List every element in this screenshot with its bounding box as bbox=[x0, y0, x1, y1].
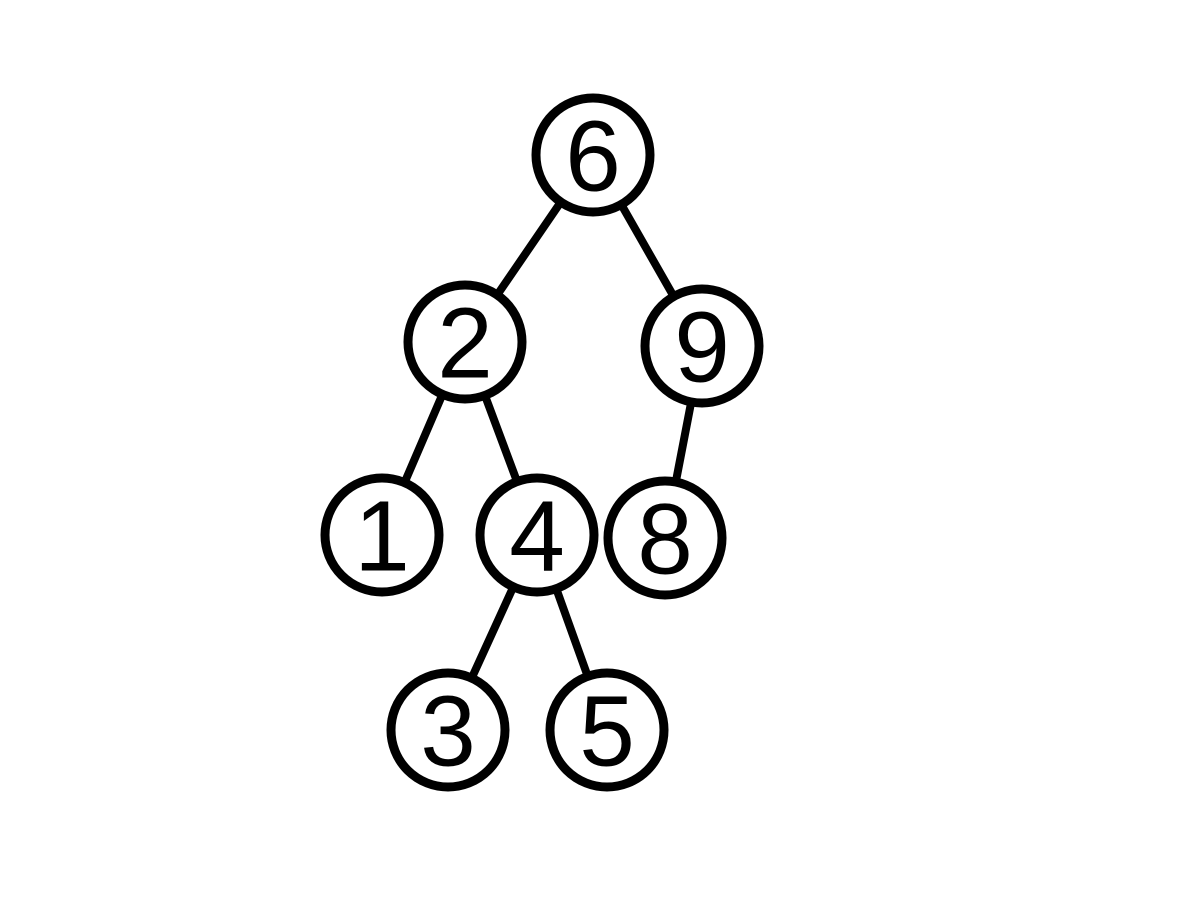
node-circle-1 bbox=[320, 473, 444, 597]
node-label-5: 5 bbox=[579, 676, 635, 788]
tree-node-5: 5 bbox=[545, 668, 669, 792]
node-circle-4 bbox=[475, 473, 599, 597]
tree-node-9: 9 bbox=[640, 284, 764, 408]
tree-node-2: 2 bbox=[403, 280, 527, 404]
node-label-2: 2 bbox=[437, 288, 493, 400]
node-circle-6 bbox=[531, 93, 655, 217]
node-label-3: 3 bbox=[420, 676, 476, 788]
node-label-6: 6 bbox=[565, 101, 621, 213]
node-circle-8 bbox=[603, 476, 727, 600]
node-label-1: 1 bbox=[354, 481, 410, 593]
node-label-4: 4 bbox=[509, 481, 565, 593]
tree-node-3: 3 bbox=[386, 668, 510, 792]
node-circle-2 bbox=[403, 280, 527, 404]
node-label-9: 9 bbox=[674, 292, 730, 404]
tree-node-8: 8 bbox=[603, 476, 727, 600]
node-circle-9 bbox=[640, 284, 764, 408]
tree-node-1: 1 bbox=[320, 473, 444, 597]
tree-node-6: 6 bbox=[531, 93, 655, 217]
node-label-8: 8 bbox=[637, 484, 693, 596]
tree-node-4: 4 bbox=[475, 473, 599, 597]
node-circle-5 bbox=[545, 668, 669, 792]
node-circle-3 bbox=[386, 668, 510, 792]
